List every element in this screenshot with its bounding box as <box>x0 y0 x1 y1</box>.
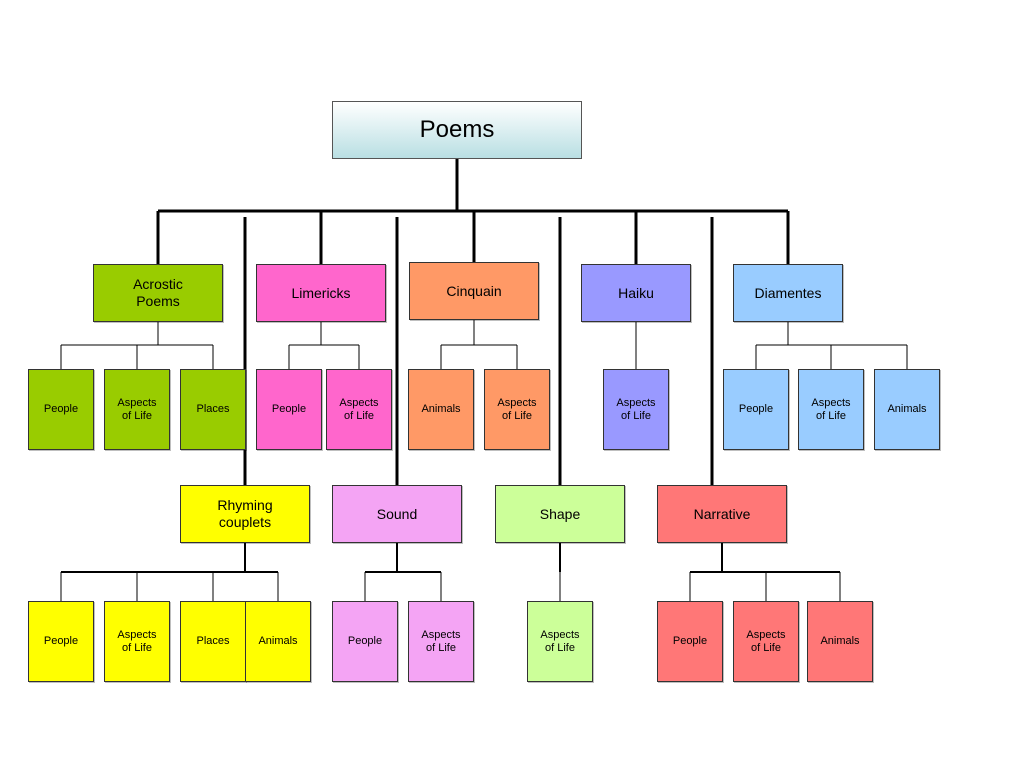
category-node: Rhyming couplets <box>180 485 310 543</box>
category-node-label: Sound <box>376 505 418 522</box>
leaf-node: Aspects of Life <box>104 369 170 450</box>
category-node: Haiku <box>581 264 691 322</box>
category-node: Cinquain <box>409 262 539 320</box>
leaf-node-label: Places <box>196 635 230 647</box>
leaf-node: Aspects of Life <box>798 369 864 450</box>
leaf-node-label: People <box>672 635 708 647</box>
leaf-node-label: Aspects of Life <box>421 628 461 654</box>
root-node: Poems <box>332 101 582 159</box>
leaf-node-label: Animals <box>421 403 461 415</box>
leaf-node: Aspects of Life <box>484 369 550 450</box>
leaf-node: People <box>256 369 322 450</box>
leaf-node: Places <box>180 601 246 682</box>
category-node-label: Cinquain <box>446 282 502 299</box>
leaf-node: People <box>332 601 398 682</box>
category-node: Diamentes <box>733 264 843 322</box>
category-node: Narrative <box>657 485 787 543</box>
leaf-node: People <box>28 369 94 450</box>
leaf-node: Aspects of Life <box>733 601 799 682</box>
leaf-node: Animals <box>874 369 940 450</box>
category-node: Sound <box>332 485 462 543</box>
leaf-node-label: Aspects of Life <box>497 396 537 422</box>
leaf-node-label: Aspects of Life <box>339 396 379 422</box>
leaf-node-label: Aspects of Life <box>746 628 786 654</box>
leaf-node: Aspects of Life <box>326 369 392 450</box>
leaf-node-label: Places <box>196 403 230 415</box>
leaf-node-label: People <box>43 635 79 647</box>
leaf-node: People <box>28 601 94 682</box>
leaf-node-label: Animals <box>820 635 860 647</box>
leaf-node-label: Aspects of Life <box>540 628 580 654</box>
category-node-label: Acrostic Poems <box>133 276 183 309</box>
leaf-node-label: People <box>347 635 383 647</box>
leaf-node: Aspects of Life <box>527 601 593 682</box>
leaf-node-label: People <box>271 403 307 415</box>
category-node-label: Haiku <box>618 284 654 301</box>
leaf-node: Aspects of Life <box>104 601 170 682</box>
root-node-label: Poems <box>419 116 495 143</box>
category-node-label: Diamentes <box>754 284 822 301</box>
category-node-label: Limericks <box>291 284 351 301</box>
leaf-node-label: People <box>738 403 774 415</box>
leaf-node: Animals <box>807 601 873 682</box>
leaf-node: People <box>657 601 723 682</box>
leaf-node-label: Aspects of Life <box>616 396 656 422</box>
leaf-node: Places <box>180 369 246 450</box>
leaf-node-label: Aspects of Life <box>811 396 851 422</box>
leaf-node: Aspects of Life <box>408 601 474 682</box>
category-node: Limericks <box>256 264 386 322</box>
leaf-node-label: Animals <box>887 403 927 415</box>
category-node: Acrostic Poems <box>93 264 223 322</box>
leaf-node-label: Aspects of Life <box>117 628 157 654</box>
leaf-node-label: Animals <box>258 635 298 647</box>
leaf-node-label: Aspects of Life <box>117 396 157 422</box>
category-node-label: Rhyming couplets <box>217 497 273 530</box>
leaf-node: Aspects of Life <box>603 369 669 450</box>
category-node-label: Shape <box>539 505 581 522</box>
category-node-label: Narrative <box>693 505 751 522</box>
category-node: Shape <box>495 485 625 543</box>
leaf-node: People <box>723 369 789 450</box>
leaf-node-label: People <box>43 403 79 415</box>
leaf-node: Animals <box>408 369 474 450</box>
leaf-node: Animals <box>245 601 311 682</box>
